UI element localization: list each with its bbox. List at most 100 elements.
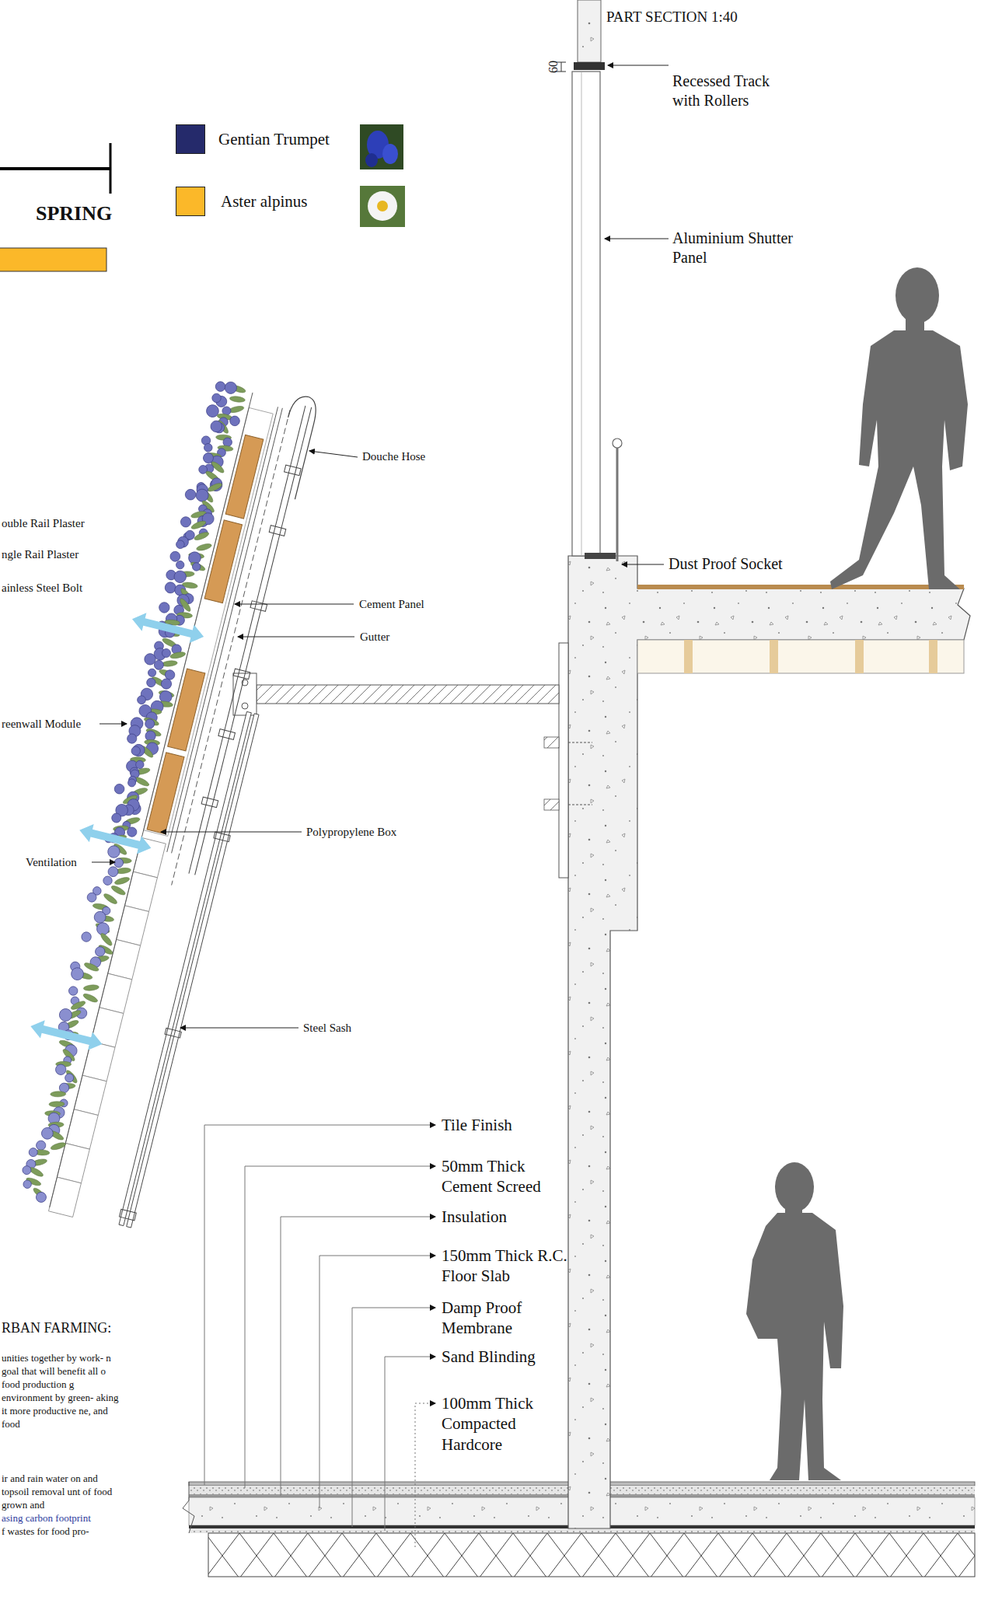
flower <box>174 539 186 550</box>
part-label: Douche Hose <box>362 449 426 465</box>
plant-leaf <box>193 530 210 542</box>
flower <box>214 380 227 393</box>
person-silhouette <box>895 267 940 324</box>
plant-leaf <box>206 481 224 494</box>
plant-leaf <box>169 650 186 660</box>
greenwall-assembly <box>195 407 312 876</box>
shutter-panel <box>584 552 616 559</box>
module-cell <box>99 973 133 1013</box>
flower <box>110 812 123 824</box>
part-label: ainless Steel Bolt <box>1 580 83 596</box>
legend-swatch <box>175 186 206 217</box>
layer-label: Damp Proof Membrane <box>441 1297 570 1339</box>
plant-leaf <box>113 876 130 887</box>
flower <box>191 562 202 573</box>
layer-label: 50mm Thick Cement Screed <box>441 1155 570 1198</box>
flower <box>106 844 122 859</box>
flower <box>86 891 98 903</box>
flower <box>143 718 156 730</box>
flower <box>179 515 193 528</box>
ground-slab <box>208 1532 975 1577</box>
flower <box>113 857 125 869</box>
module-cell <box>108 939 141 979</box>
flower <box>125 826 138 838</box>
flower <box>223 380 238 395</box>
flower <box>157 600 171 614</box>
greenwall-assembly <box>188 405 306 874</box>
note-text: asing carbon footprint <box>1 1511 91 1525</box>
season-timeline <box>0 167 111 171</box>
leader-line <box>244 1166 436 1488</box>
plant-leaf <box>189 560 206 573</box>
flower <box>160 647 172 658</box>
note-text: ir and rain water on and topsoil removal… <box>1 1471 119 1512</box>
legend-text: Gentian Trumpet <box>218 129 330 150</box>
leader-line <box>237 636 355 638</box>
flower <box>102 875 114 887</box>
flower <box>184 488 197 501</box>
flower <box>63 1072 74 1083</box>
leader-line <box>415 1403 436 1547</box>
flower <box>34 1139 47 1152</box>
ground-slab <box>188 1528 975 1533</box>
layer-label: 150mm Thick R.C. Floor Slab <box>441 1245 570 1287</box>
greenwall-assembly <box>218 729 236 741</box>
person-silhouette <box>830 330 968 590</box>
module-cell <box>48 837 167 1217</box>
steel-bracket <box>241 702 248 709</box>
flower-photo <box>359 124 405 227</box>
flower <box>211 392 223 404</box>
plant-leaf <box>161 659 179 667</box>
shutter-panel <box>572 71 601 556</box>
flower <box>94 945 106 957</box>
plant-leaf <box>83 961 100 974</box>
note-text: unities together by work- n goal that wi… <box>1 1351 125 1431</box>
steel-bracket <box>233 673 257 716</box>
part-label: Polypropylene Box <box>306 824 397 840</box>
drawing-title: PART SECTION 1:40 <box>606 7 738 27</box>
concrete-wall <box>769 639 779 674</box>
flower <box>174 559 186 570</box>
section-heading: RBAN FARMING: <box>1 1319 112 1338</box>
greenwall-assembly <box>0 368 339 1232</box>
flower <box>58 1007 74 1023</box>
module-cell <box>82 1040 116 1081</box>
steel-bracket <box>544 736 559 748</box>
ventilation-arrow <box>27 1016 105 1053</box>
plant-foliage <box>10 377 256 1205</box>
part-label: ngle Rail Plaster <box>1 547 79 563</box>
module-cell <box>124 871 158 912</box>
flower <box>209 419 224 434</box>
flower <box>130 745 142 757</box>
plant-leaf <box>50 1091 67 1097</box>
flower <box>125 733 138 745</box>
season-timeline <box>0 247 107 272</box>
plant-leaf <box>110 883 127 897</box>
flower <box>54 1063 67 1076</box>
greenwall-assembly <box>284 464 302 476</box>
flower <box>21 1164 32 1175</box>
module-cell <box>73 1075 107 1115</box>
flower-photo <box>359 124 404 170</box>
flower <box>80 931 93 943</box>
flower-photo <box>365 153 378 168</box>
plant-leaf <box>64 1068 79 1085</box>
part-label: reenwall Module <box>1 716 81 732</box>
flower <box>107 865 120 878</box>
greenwall-assembly <box>268 525 287 537</box>
shutter-panel <box>573 62 605 70</box>
ventilation-arrow <box>129 609 206 646</box>
module-cell <box>116 905 150 946</box>
flower-photo <box>367 191 398 221</box>
flower <box>172 569 188 585</box>
concrete-wall <box>637 584 964 590</box>
greenwall-assembly <box>204 520 242 604</box>
part-label: Ventilation <box>25 855 77 870</box>
concrete-wall <box>928 639 938 674</box>
season-label: SPRING <box>35 201 112 227</box>
legend-swatch <box>175 124 206 154</box>
concrete-wall <box>637 639 964 674</box>
leader-line <box>352 1307 436 1527</box>
flower <box>127 778 137 788</box>
